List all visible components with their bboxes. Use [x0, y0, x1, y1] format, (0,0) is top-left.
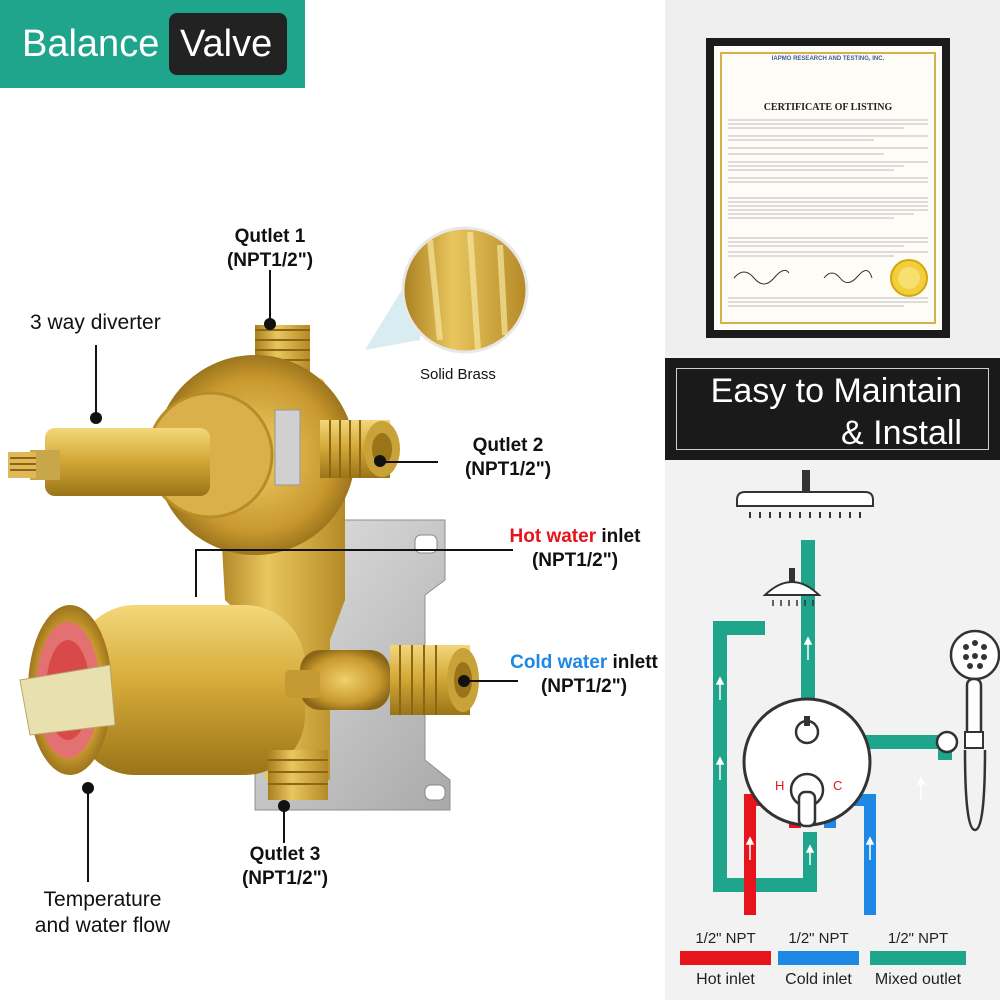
- install-banner-line2: & Install: [841, 414, 962, 452]
- cold-letter: C: [833, 778, 843, 793]
- legend: 1/2" NPT Hot inlet 1/2" NPT Cold inlet 1…: [678, 930, 998, 1000]
- temp-callout-dot: [82, 782, 94, 794]
- temperature-line1: Temperature: [43, 888, 162, 911]
- diverter-callout-dot: [90, 412, 102, 424]
- diverter-callout-line: [95, 345, 97, 420]
- outlet2-size: (NPT1/2"): [464, 459, 552, 480]
- legend-item-cold: 1/2" NPT Cold inlet: [776, 930, 861, 989]
- rain-shower-head-icon: [736, 491, 874, 507]
- title-valve-box: [169, 13, 287, 75]
- outlet1-callout-dot: [264, 318, 276, 330]
- outlet1-name: Qutlet 1: [234, 226, 306, 247]
- hot-callout-line-v: [195, 549, 197, 597]
- legend-item-mixed: 1/2" NPT Mixed outlet: [868, 930, 968, 989]
- cold-inlet-colored: Cold water: [510, 652, 608, 673]
- install-banner-frame: [676, 368, 989, 450]
- legend-mixed-name: Mixed outlet: [874, 971, 962, 988]
- legend-hot-swatch: [680, 951, 771, 965]
- hot-inlet-size: (NPT1/2"): [531, 550, 619, 571]
- hot-inlet-rest: inlet: [596, 526, 641, 547]
- legend-mixed-npt: 1/2" NPT: [887, 930, 949, 947]
- plumbing-diagram: [713, 470, 1000, 915]
- install-banner: [665, 358, 1000, 460]
- hot-inlet-colored: Hot water: [509, 526, 597, 547]
- cold-callout-dot: [458, 675, 470, 687]
- temperature-line2: and water flow: [34, 914, 171, 937]
- solid-brass-label: Solid Brass: [420, 366, 496, 383]
- shower-arm: [802, 470, 810, 492]
- outlet3-callout-dot: [278, 800, 290, 812]
- hot-callout-line-h: [195, 549, 513, 551]
- title-word-valve: Valve: [180, 23, 273, 65]
- certificate-border: [720, 52, 936, 324]
- outlet1-callout-line: [269, 270, 271, 325]
- valve-illustration: [8, 226, 529, 811]
- temperature-label: Temperature and water flow: [15, 887, 190, 939]
- title-word-balance: Balance: [22, 23, 160, 65]
- outlet3-name: Qutlet 3: [249, 844, 321, 865]
- cold-callout-line: [463, 680, 518, 682]
- small-shower-head-icon: [762, 581, 822, 596]
- legend-hot-name: Hot inlet: [696, 971, 755, 988]
- hot-letter: H: [775, 778, 785, 793]
- install-banner-text: Easy to Maintain & Install: [690, 370, 962, 454]
- legend-item-hot: 1/2" NPT Hot inlet: [678, 930, 773, 989]
- outlet3-label: Qutlet 3 (NPT1/2"): [225, 843, 345, 891]
- legend-hot-npt: 1/2" NPT: [695, 930, 756, 947]
- outlet3-size: (NPT1/2"): [241, 868, 329, 889]
- legend-mixed-swatch: [870, 951, 966, 965]
- legend-cold-npt: 1/2" NPT: [788, 930, 849, 947]
- certificate-title: CERTIFICATE OF LISTING: [763, 102, 893, 113]
- legend-cold-swatch: [778, 951, 859, 965]
- outlet2-callout-line: [383, 461, 438, 463]
- outlet1-size: (NPT1/2"): [226, 250, 314, 271]
- hot-inlet-label: Hot water inlet (NPT1/2"): [495, 525, 655, 573]
- certificate-org: IAPMO RESEARCH AND TESTING, INC.: [771, 56, 885, 62]
- outlet3-callout-line: [283, 805, 285, 843]
- cold-inlet-size: (NPT1/2"): [540, 676, 628, 697]
- cold-inlet-rest: inlett: [607, 652, 658, 673]
- diverter-label: 3 way diverter: [30, 311, 161, 334]
- install-banner-line1: Easy to Maintain: [710, 372, 962, 410]
- certificate-body: [728, 119, 928, 307]
- outlet1-label: Qutlet 1 (NPT1/2"): [210, 225, 330, 273]
- outlet2-label: Qutlet 2 (NPT1/2"): [448, 434, 568, 482]
- temp-callout-line: [87, 790, 89, 882]
- cold-inlet-label: Cold water inlett (NPT1/2"): [505, 651, 663, 699]
- outlet2-name: Qutlet 2: [472, 435, 544, 456]
- legend-cold-name: Cold inlet: [785, 971, 852, 988]
- outlet2-callout-dot: [374, 455, 386, 467]
